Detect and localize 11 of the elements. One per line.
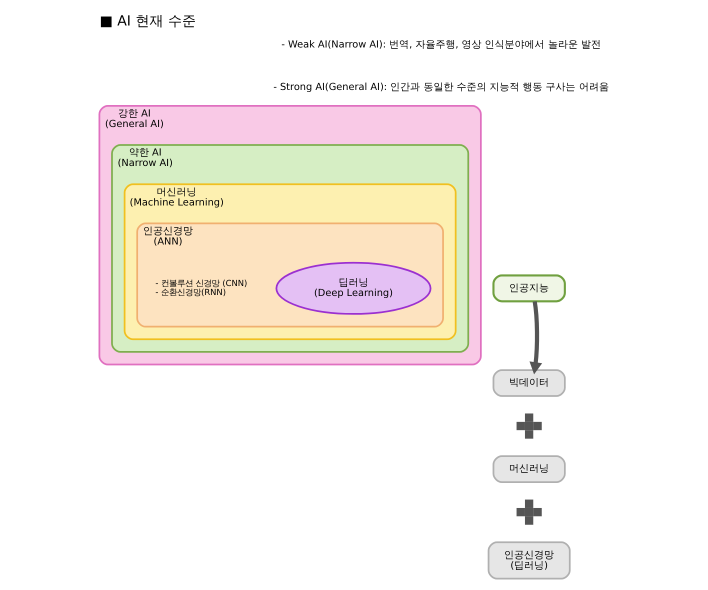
node-box: 인공신경망 (딥러닝) [488, 541, 571, 580]
label: - Strong AI(General AI): 인간과 동일한 수준의 지능적 행동 구사는 어려움 [273, 82, 609, 94]
diagram-title: ■ AI 현재 수준 [100, 13, 196, 30]
node-box: 인공지능 [492, 274, 566, 302]
node-box: 빅데이터 [492, 369, 566, 397]
label: - Weak AI(Narrow AI): 번역, 자율주행, 영상 인식분야에서 놀라운 발전 [281, 40, 601, 51]
node-label: - 컨볼루션 신경망 (CNN) [155, 278, 248, 288]
node-label: - 순환신경망(RNN) [155, 287, 226, 298]
arrow [529, 301, 542, 374]
node-box: 머신러닝 [492, 455, 566, 483]
node-ellipse: 딥러닝 (Deep Learning) [276, 262, 432, 315]
